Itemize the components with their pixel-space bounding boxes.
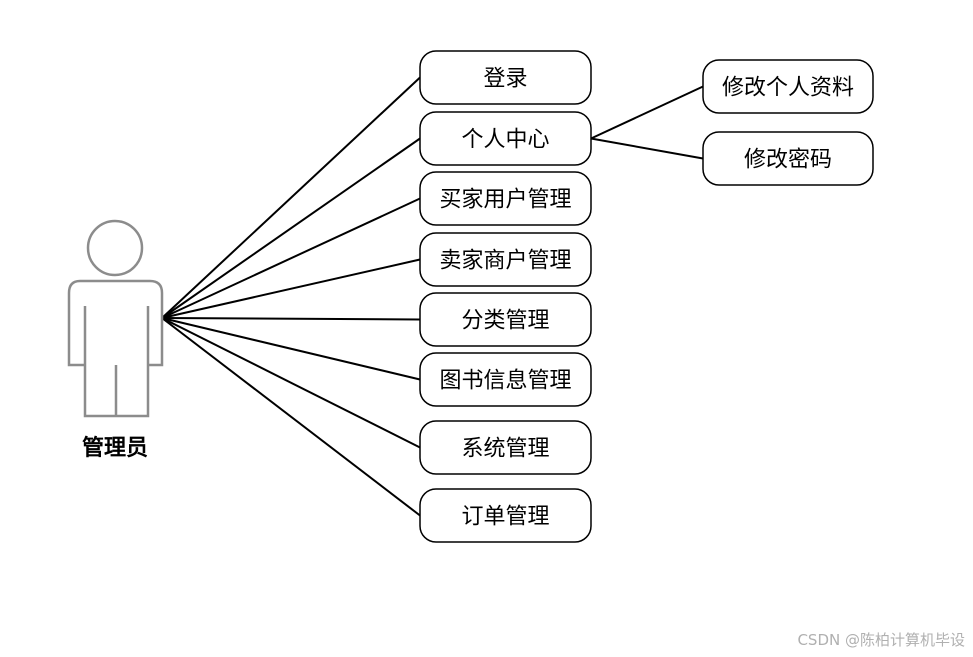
use-case-change-password: 修改密码 (702, 131, 874, 186)
use-case-label: 修改个人资料 (722, 76, 854, 101)
actor-body (67, 279, 164, 418)
extend-line-change-password (590, 137, 704, 160)
use-case-box (702, 59, 874, 114)
actor-head (86, 219, 144, 277)
association-line-profile (161, 137, 421, 319)
association-line-seller (161, 258, 421, 319)
use-case-books: 图书信息管理 (419, 352, 592, 407)
use-case-label: 系统管理 (461, 437, 549, 462)
use-case-system: 系统管理 (419, 420, 592, 475)
association-line-system (161, 317, 421, 449)
use-case-box (702, 131, 874, 186)
association-line-login (161, 76, 421, 319)
extend-line-edit-info (590, 85, 704, 140)
actor-figure: 管理员 (67, 219, 164, 461)
watermark: CSDN @陈柏计算机毕设 (797, 631, 965, 649)
use-case-seller: 卖家商户管理 (419, 232, 592, 287)
use-case-box (419, 50, 592, 105)
use-case-box (419, 420, 592, 475)
use-case-label: 买家用户管理 (439, 188, 571, 213)
use-case-edit-info: 修改个人资料 (702, 59, 874, 114)
use-case-label: 图书信息管理 (439, 369, 571, 394)
use-case-label: 分类管理 (461, 309, 549, 334)
use-case-category: 分类管理 (419, 292, 592, 347)
use-case-label: 登录 (483, 67, 527, 92)
use-case-box (419, 171, 592, 226)
use-case-label: 卖家商户管理 (439, 249, 571, 274)
association-line-category (161, 317, 421, 321)
use-case-label: 修改密码 (744, 148, 832, 173)
association-line-buyer (161, 197, 421, 319)
use-case-label: 个人中心 (461, 128, 549, 153)
use-case-label: 订单管理 (461, 505, 549, 530)
use-case-box (419, 352, 592, 407)
association-lines (161, 76, 704, 517)
use-case-box (419, 488, 592, 543)
use-case-buyer: 买家用户管理 (419, 171, 592, 226)
association-line-books (161, 317, 421, 381)
use-case-box (419, 111, 592, 166)
use-case-login: 登录 (419, 50, 592, 105)
use-case-box (419, 232, 592, 287)
association-line-orders (161, 317, 421, 517)
use-case-box (419, 292, 592, 347)
use-case-orders: 订单管理 (419, 488, 592, 543)
use-case-profile: 个人中心 (419, 111, 592, 166)
actor-label: 管理员 (82, 435, 148, 461)
